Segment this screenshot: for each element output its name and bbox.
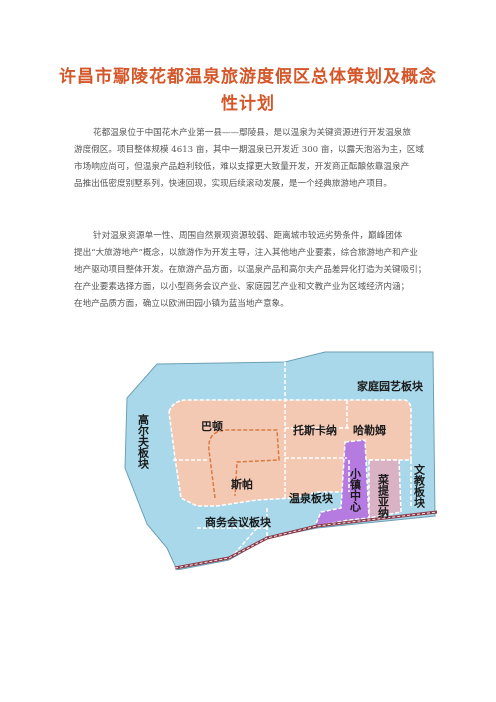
towncenter-zone-label: 小镇中心: [349, 467, 363, 513]
paragraph-line: 游度假区。项目整体规模 4613 亩，其中一期温泉已开发近 300 亩，以露天泡…: [74, 145, 424, 155]
paragraph-line: 地产驱动项目整体开发。在旅游产品方面，以温泉产品和高尔夫产品差异化打造为关键吸引…: [74, 265, 427, 275]
planning-map: 高尔夫板块 家庭园艺板块 巴顿 托斯卡纳 哈勒姆 斯帕 温泉板块 小镇中心 菜提…: [117, 348, 441, 570]
paragraph-1: 花都温泉位于中国花木产业第一县——鄢陵县，是以温泉为关键资源进行开发温泉旅 游度…: [74, 125, 434, 193]
paragraph-line: 在产业要素选择方面，以小型商务会议产业、家庭园艺产业和文教产业为区域经济内涵；: [74, 282, 410, 292]
document-title: 许昌市鄢陵花都温泉旅游度假区总体策划及概念: [59, 67, 437, 87]
paragraph-2: 针对温泉资源单一性、周围自然景观资源较弱、距离城市较远劣势条件，巅峰团体 提出“…: [74, 228, 434, 313]
paragraph-line: 提出“大旅游地产”概念，以旅游作为开发主导，注入其他地产业要素，综合旅游地产和产…: [74, 248, 418, 258]
zermatt-zone-label: 菜提亚纳: [377, 473, 391, 519]
culture-zone-label: 文教板块: [413, 463, 427, 509]
paragraph-line: 品推出低密度别墅系列，快速回现，实现后续滚动发展，是一个经典旅游地产项目。: [74, 179, 392, 189]
tuscany-zone-label: 托斯卡纳: [293, 423, 337, 437]
business-zone-label: 商务会议板块: [205, 515, 272, 529]
paragraph-line: 花都温泉位于中国花木产业第一县——鄢陵县，是以温泉为关键资源进行开发温泉旅: [93, 128, 411, 138]
hotspring-zone-label: 温泉板块: [289, 491, 334, 505]
harrow-zone-label: 哈勒姆: [353, 423, 386, 437]
zermatt-zone: [368, 459, 402, 519]
bali-zone-label: 巴顿: [201, 419, 223, 433]
garden-zone-label: 家庭园艺板块: [357, 379, 424, 393]
paragraph-line: 市场响应尚可，但温泉产品趋利较低，难以支撑更大致量开发，开发商正酝酿依靠温泉产: [74, 162, 410, 172]
main-road-line: [174, 511, 438, 569]
residential-zone: [168, 399, 412, 507]
paragraph-line: 在地产品质方面，确立以欧洲田园小镇为蓝当地产意象。: [74, 299, 289, 309]
paragraph-line: 针对温泉资源单一性、周围自然景观资源较弱、距离城市较远劣势条件，巅峰团体: [93, 231, 403, 241]
inner-road: [208, 429, 280, 499]
spa-zone-label: 斯帕: [231, 477, 253, 491]
document-title-continued: 性计划: [221, 94, 275, 114]
zone-boundaries: [173, 362, 412, 561]
golf-zone-label: 高尔夫板块: [137, 413, 151, 470]
planning-map-svg: 高尔夫板块 家庭园艺板块 巴顿 托斯卡纳 哈勒姆 斯帕 温泉板块 小镇中心 菜提…: [124, 351, 438, 570]
